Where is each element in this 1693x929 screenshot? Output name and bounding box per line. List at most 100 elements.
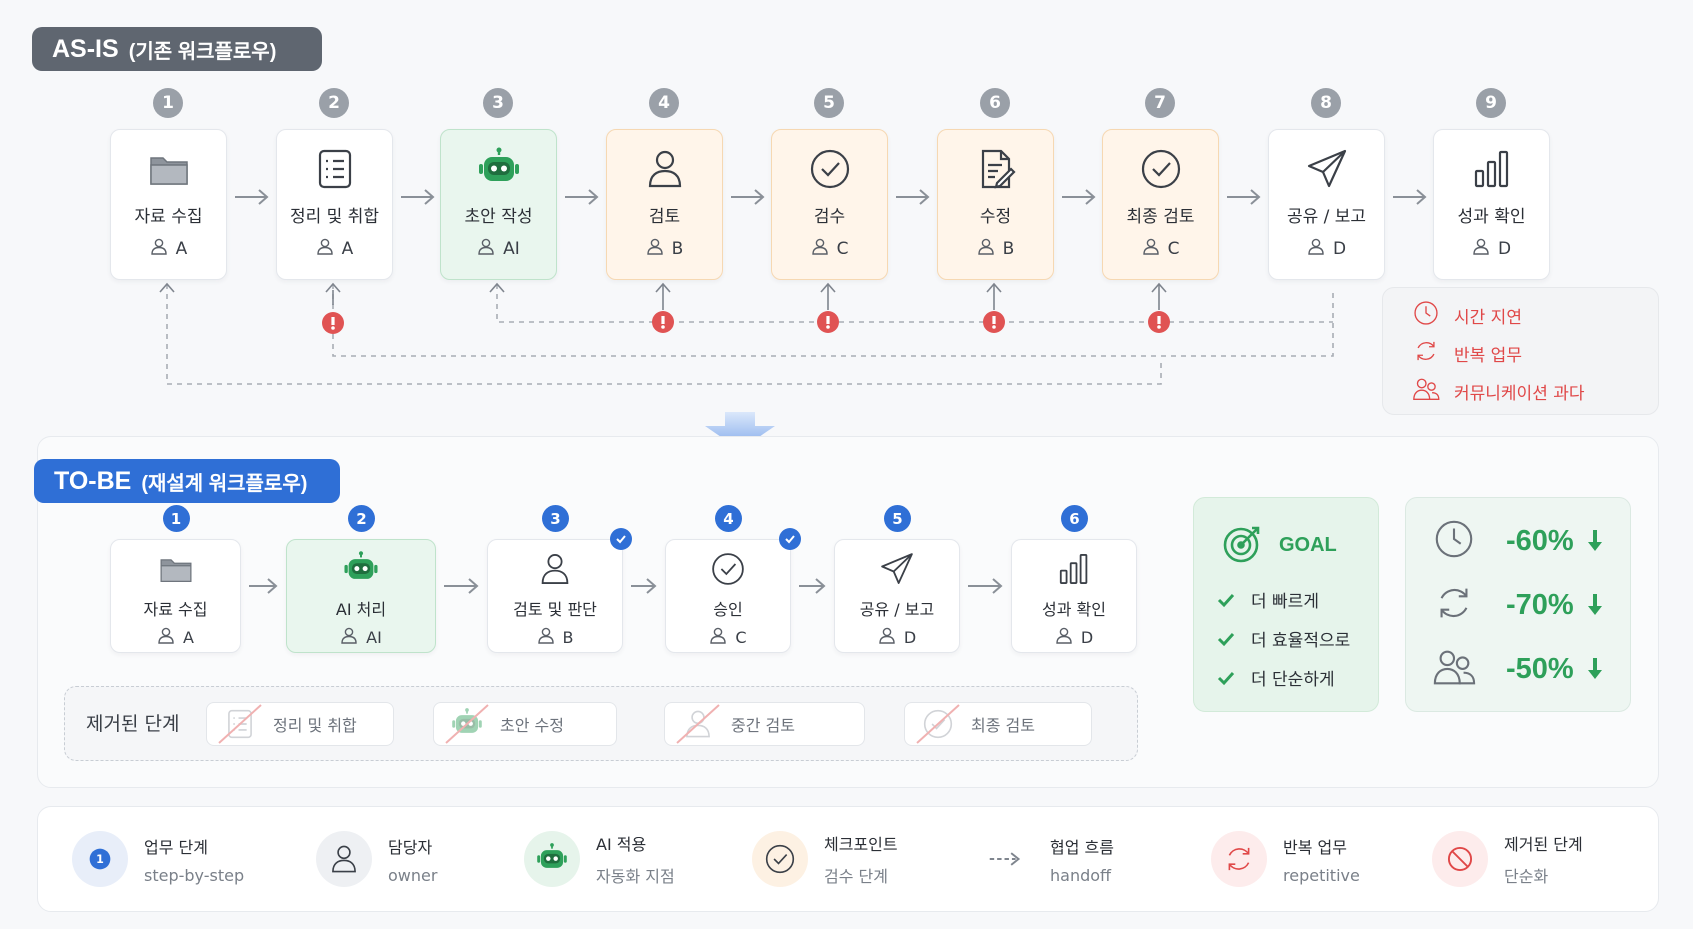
person-icon <box>316 831 372 887</box>
bar-chart-icon <box>1055 550 1093 588</box>
removed-step-label: 정리 및 취합 <box>273 716 357 735</box>
tobe-step-card-4[interactable]: 승인 C <box>665 539 791 653</box>
checkmark-icon <box>1217 671 1235 685</box>
arrow-down-icon <box>1587 594 1602 615</box>
legend-title: 담당자 <box>388 837 433 857</box>
asis-step-card-4[interactable]: 검토 B <box>606 129 723 280</box>
asis-step-title: 초안 작성 <box>464 207 533 227</box>
folder-icon <box>157 550 195 588</box>
asis-step-card-7[interactable]: 최종 검토 C <box>1102 129 1219 280</box>
legend-sub: repetitive <box>1283 865 1360 885</box>
asis-tag-main: AS-IS <box>52 34 119 63</box>
tobe-tag: TO-BE (재설계 워크플로우) <box>34 459 340 503</box>
owner-icon <box>157 626 175 648</box>
check-circle-icon <box>807 146 853 192</box>
legend-item: 협업 흐름 handoff <box>978 831 1114 887</box>
tobe-step-owner: A <box>157 626 194 648</box>
removed-steps-label: 제거된 단계 <box>86 713 180 735</box>
tobe-step-card-6[interactable]: 성과 확인 D <box>1011 539 1137 653</box>
owner-icon <box>1055 626 1073 648</box>
asis-step-number: 1 <box>153 88 183 118</box>
asis-step-title: 수정 <box>979 207 1012 227</box>
legend-sub: owner <box>388 865 438 885</box>
asis-tag-sub: (기존 워크플로우) <box>128 40 277 63</box>
asis-step-title: 최종 검토 <box>1126 207 1195 227</box>
tobe-step-owner-label: D <box>903 627 917 647</box>
asis-step-number: 7 <box>1145 88 1175 118</box>
asis-step-number: 4 <box>649 88 679 118</box>
asis-step-number: 6 <box>980 88 1010 118</box>
asis-step-card-9[interactable]: 성과 확인 D <box>1433 129 1550 280</box>
removed-step-item: 초안 수정 <box>433 702 617 746</box>
removed-step-item: 중간 검토 <box>664 702 865 746</box>
flow-arrow-icon <box>896 189 930 205</box>
check-circle-icon <box>916 704 960 744</box>
owner-icon <box>1142 237 1160 260</box>
legend-title: AI 적용 <box>596 835 647 854</box>
asis-step-owner: B <box>977 237 1014 260</box>
goal-label: 더 단순하게 <box>1251 670 1335 690</box>
tobe-step-card-5[interactable]: 공유 / 보고 D <box>834 539 960 653</box>
asis-step-card-1[interactable]: 자료 수집 A <box>110 129 227 280</box>
goal-label: 더 빠르게 <box>1251 592 1319 612</box>
asis-step-owner-label: C <box>1167 238 1180 259</box>
asis-step-owner-label: A <box>341 238 354 259</box>
tobe-step-title: 검토 및 판단 <box>513 600 597 619</box>
legend-item: 1 업무 단계 step-by-step <box>72 831 244 887</box>
stat-value: -60% <box>1506 524 1574 557</box>
tobe-step-card-1[interactable]: 자료 수집 A <box>110 539 241 653</box>
tobe-step-owner: D <box>1055 626 1093 648</box>
checked-badge-icon <box>610 528 632 550</box>
legend-title: 반복 업무 <box>1283 837 1347 857</box>
people-icon <box>1412 375 1440 408</box>
asis-step-title: 성과 확인 <box>1457 207 1526 227</box>
person-icon <box>642 146 688 192</box>
clock-icon <box>1412 299 1440 332</box>
asis-step-card-5[interactable]: 검수 C <box>771 129 888 280</box>
goal-item: 더 효율적으로 <box>1217 626 1350 651</box>
asis-step-number: 9 <box>1476 88 1506 118</box>
owner-icon <box>150 237 168 260</box>
asis-step-card-8[interactable]: 공유 / 보고 D <box>1268 129 1385 280</box>
edit-doc-icon <box>973 146 1019 192</box>
send-icon <box>878 550 916 588</box>
asis-step-owner: AI <box>477 237 520 260</box>
asis-step-title: 자료 수집 <box>134 207 203 227</box>
svg-text:1: 1 <box>96 853 104 866</box>
tobe-step-owner: AI <box>340 626 382 648</box>
flow-arrow-icon <box>444 578 479 594</box>
checkmark-icon <box>1217 632 1235 646</box>
tobe-step-card-3[interactable]: 검토 및 판단 B <box>487 539 623 653</box>
list-icon <box>218 704 262 744</box>
asis-step-card-3[interactable]: 초안 작성 AI <box>440 129 557 280</box>
tobe-step-owner-label: AI <box>366 627 382 647</box>
stat-value: -70% <box>1506 588 1574 621</box>
asis-tag: AS-IS (기존 워크플로우) <box>32 27 322 71</box>
stat-value: -50% <box>1506 652 1574 685</box>
removed-step-item: 최종 검토 <box>904 702 1092 746</box>
flow-arrow-icon <box>1227 189 1261 205</box>
legend-sub: 검수 단계 <box>824 867 888 886</box>
legend-item: 담당자 owner <box>316 831 437 887</box>
removed-step-item: 정리 및 취합 <box>206 702 394 746</box>
tobe-step-title: AI 처리 <box>335 600 387 619</box>
legend-sub: step-by-step <box>144 865 245 885</box>
robot-icon <box>445 704 489 744</box>
asis-step-card-6[interactable]: 수정 B <box>937 129 1054 280</box>
tobe-step-title: 승인 <box>713 600 743 619</box>
asis-step-number: 3 <box>483 88 513 118</box>
check-circle-icon <box>752 831 808 887</box>
asis-step-card-2[interactable]: 정리 및 취합 A <box>276 129 393 280</box>
person-icon <box>676 704 720 744</box>
issue-item: 시간 지연 <box>1412 299 1522 332</box>
goal-label: 더 효율적으로 <box>1251 631 1351 651</box>
arrow-down-icon <box>1587 530 1602 551</box>
asis-step-owner: C <box>1142 237 1180 260</box>
clock-icon <box>1432 517 1476 565</box>
asis-step-owner-label: D <box>1497 238 1512 259</box>
issue-label: 반복 업무 <box>1454 346 1522 366</box>
tobe-step-number: 1 <box>162 505 190 532</box>
loop-to-step1 <box>166 284 1162 385</box>
tobe-step-card-2[interactable]: AI 처리 AI <box>286 539 436 653</box>
list-icon <box>312 146 358 192</box>
